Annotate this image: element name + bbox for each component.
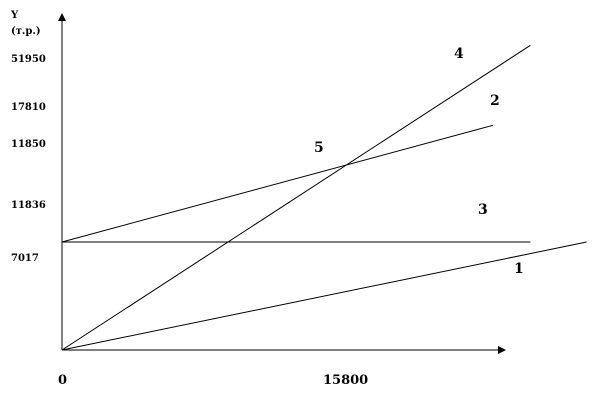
y-axis-label-line2: (т.р.) — [11, 26, 41, 37]
series-label-1: 1 — [514, 261, 524, 277]
y-tick-label: 11836 — [11, 200, 46, 211]
y-tick-label: 11850 — [11, 139, 46, 150]
series-line-4 — [61, 44, 531, 351]
y-axis-label-line1: Y — [10, 10, 19, 21]
series-layer — [61, 44, 587, 351]
series-label-5: 5 — [314, 140, 324, 156]
series-label-4: 4 — [454, 46, 464, 62]
series-label-2: 2 — [490, 93, 500, 109]
x-tick-label: 0 — [58, 373, 67, 388]
y-tick-label: 7017 — [11, 253, 39, 264]
series-label-3: 3 — [478, 202, 488, 218]
y-tick-label: 51950 — [11, 54, 46, 65]
series-line-2 — [61, 124, 494, 243]
series-line-1 — [61, 241, 587, 351]
x-tick-label: 15800 — [323, 373, 368, 388]
y-tick-label: 17810 — [11, 102, 46, 113]
